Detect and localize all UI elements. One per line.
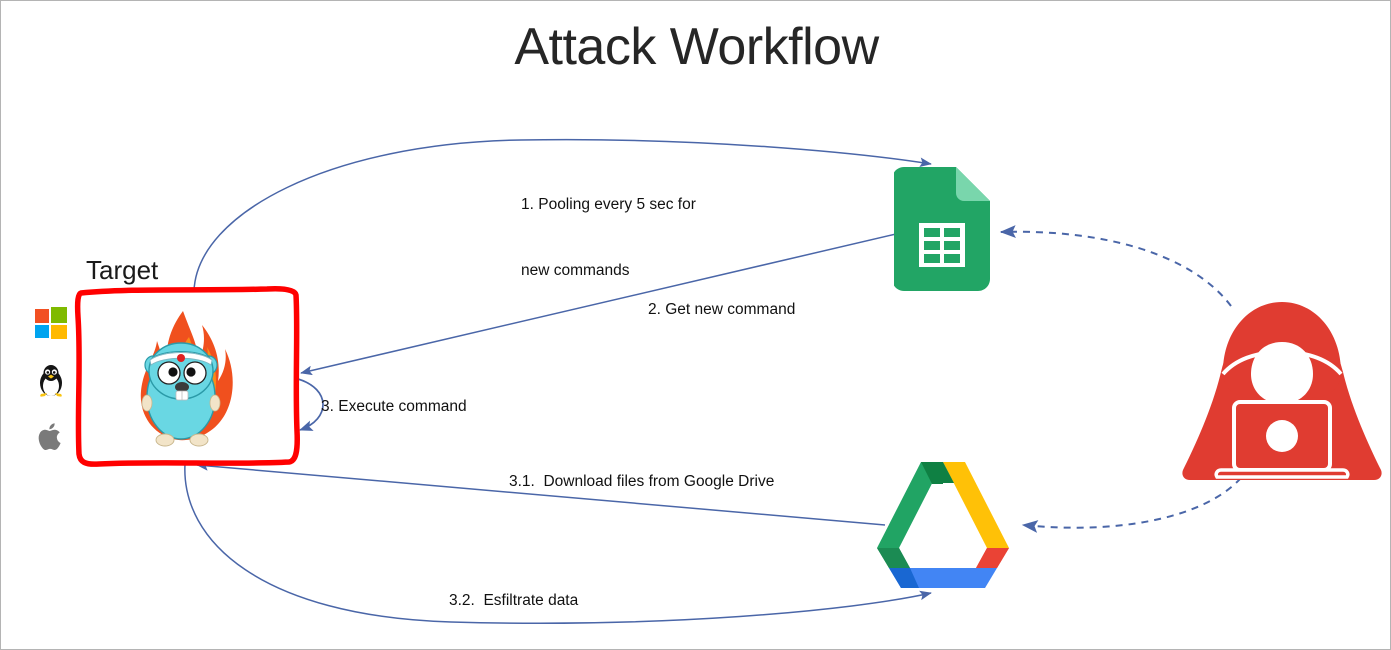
apple-icon	[38, 423, 61, 451]
step-3-label: 3. Execute command	[321, 398, 467, 415]
step-3-2-label: 3.2. Esfiltrate data	[449, 592, 579, 609]
step-3-1-label: 3.1. Download files from Google Drive	[509, 473, 775, 490]
step-2-label: 2. Get new command	[648, 301, 796, 318]
windows-icon	[35, 307, 67, 339]
linux-icon	[40, 365, 62, 397]
target-label: Target	[86, 255, 159, 285]
step-1-line-2: new commands	[521, 262, 630, 279]
arrow-hacker-to-sheets	[999, 225, 1232, 307]
arrow-step-3-1	[196, 461, 886, 526]
google-sheets-icon[interactable]	[894, 167, 990, 291]
target-box[interactable]	[71, 281, 306, 473]
arrow-hacker-to-drive	[1021, 477, 1242, 533]
arrow-step-1	[193, 138, 932, 292]
go-gopher-on-fire-icon	[140, 311, 233, 447]
google-drive-icon[interactable]	[873, 456, 1013, 592]
arrow-step-3-2	[184, 463, 932, 624]
arrow-step-2	[300, 233, 897, 376]
step-1-line-1: 1. Pooling every 5 sec for	[521, 196, 696, 213]
step-1-label: 1. Pooling every 5 sec for new commands	[521, 150, 696, 326]
page-title: Attack Workflow	[514, 18, 879, 76]
hacker-icon[interactable]	[1179, 294, 1385, 486]
arrow-step-3	[297, 378, 324, 431]
